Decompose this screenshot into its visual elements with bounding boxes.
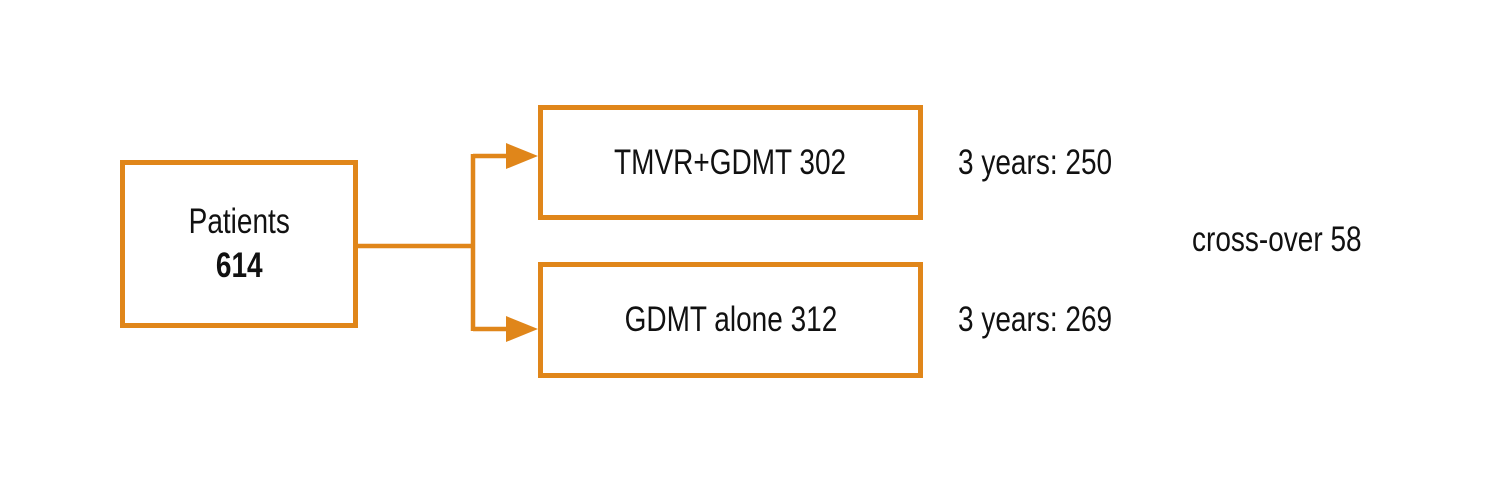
annotation-3years-tmvr: 3 years: 250 [958,143,1113,182]
top-arrowhead-icon [506,143,538,169]
tmvr-gdmt-label: TMVR+GDMT 302 [614,142,847,182]
patients-count: 614 [215,246,263,285]
gdmt-alone-box: GDMT alone 312 [538,262,923,378]
annotation-crossover: cross-over 58 [1192,220,1362,259]
patients-label: Patients [188,202,290,241]
gdmt-alone-label: GDMT alone 312 [624,300,837,339]
bottom-arrowhead-icon [506,316,538,342]
patients-box: Patients 614 [120,160,358,328]
annotation-3years-gdmt: 3 years: 269 [958,300,1113,339]
tmvr-gdmt-box: TMVR+GDMT 302 [538,105,923,220]
